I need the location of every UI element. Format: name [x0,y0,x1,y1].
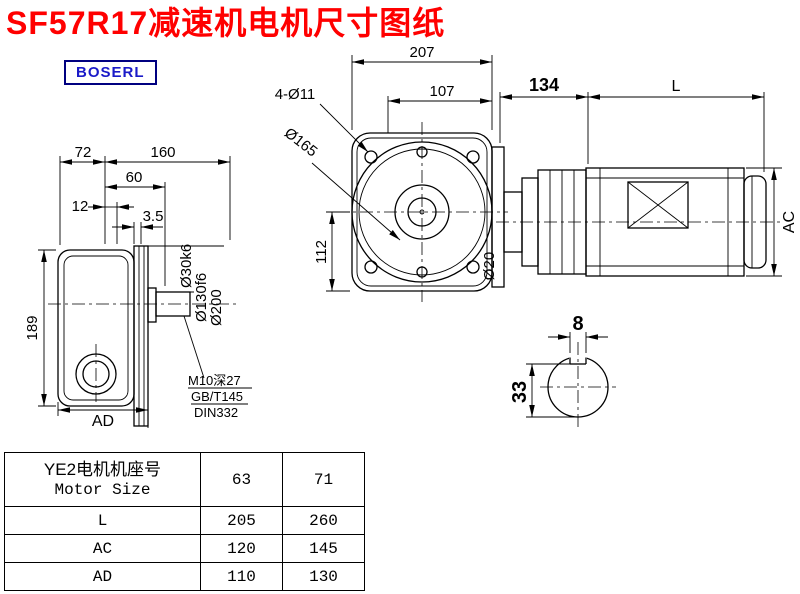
dim-AC: AC [781,211,798,233]
table-header-en: Motor Size [54,481,151,500]
front-view-linework [336,122,508,302]
dim-107: 107 [429,83,454,100]
dim-189: 189 [24,315,41,340]
dim-72: 72 [75,144,92,161]
table-header-col-63: 63 [201,453,283,507]
table-row-AD-v1: 110 [201,563,283,591]
note-din332: DIN332 [194,405,238,420]
table-header-col-71: 71 [283,453,365,507]
dim-112: 112 [313,240,330,264]
dim-AD: AD [92,413,114,430]
size-table: YE2电机机座号 Motor Size 63 71 L 205 260 AC 1… [4,452,365,591]
side-view-linework [48,245,236,427]
dim-33: 33 [509,381,531,403]
dim-12: 12 [72,198,89,215]
dim-60: 60 [126,169,143,186]
dim-L: L [672,78,681,95]
dim-4xd11: 4-Ø11 [275,86,316,103]
page-title: SF57R17减速机电机尺寸图纸 [6,5,446,41]
dim-160: 160 [150,144,175,161]
note-gbt145: GB/T145 [191,389,243,404]
dim-d20: Ø20 [481,252,498,280]
shaft-section-view: 8 33 [509,313,616,428]
dim-d165: Ø165 [281,124,320,160]
table-row-L-v2: 260 [283,507,365,535]
note-m10: M10深27 [188,373,241,388]
table-header-cn: YE2电机机座号 [43,459,162,479]
dim-d30k6: Ø30k6 [178,244,195,288]
table-row-AC-v2: 145 [283,535,365,563]
dim-d130f6: Ø130f6 [193,273,210,322]
dim-134: 134 [529,75,559,95]
dim-d200: Ø200 [208,289,225,326]
table-row-AC-label: AC [5,535,201,563]
table-row-AD-label: AD [5,563,201,591]
dim-207: 207 [409,44,434,61]
table-row-AD-v2: 130 [283,563,365,591]
motor-linework [491,146,784,288]
table-row-L-label: L [5,507,201,535]
brand-logo: BOSERL [64,60,157,85]
table-header-motor-size: YE2电机机座号 Motor Size [5,453,201,507]
side-dimensions: 72 160 60 12 3.5 189 [24,144,252,430]
table-row-AC-v1: 120 [201,535,283,563]
table-row-L-v1: 205 [201,507,283,535]
dim-3-5: 3.5 [143,208,164,225]
dim-8: 8 [572,313,583,335]
